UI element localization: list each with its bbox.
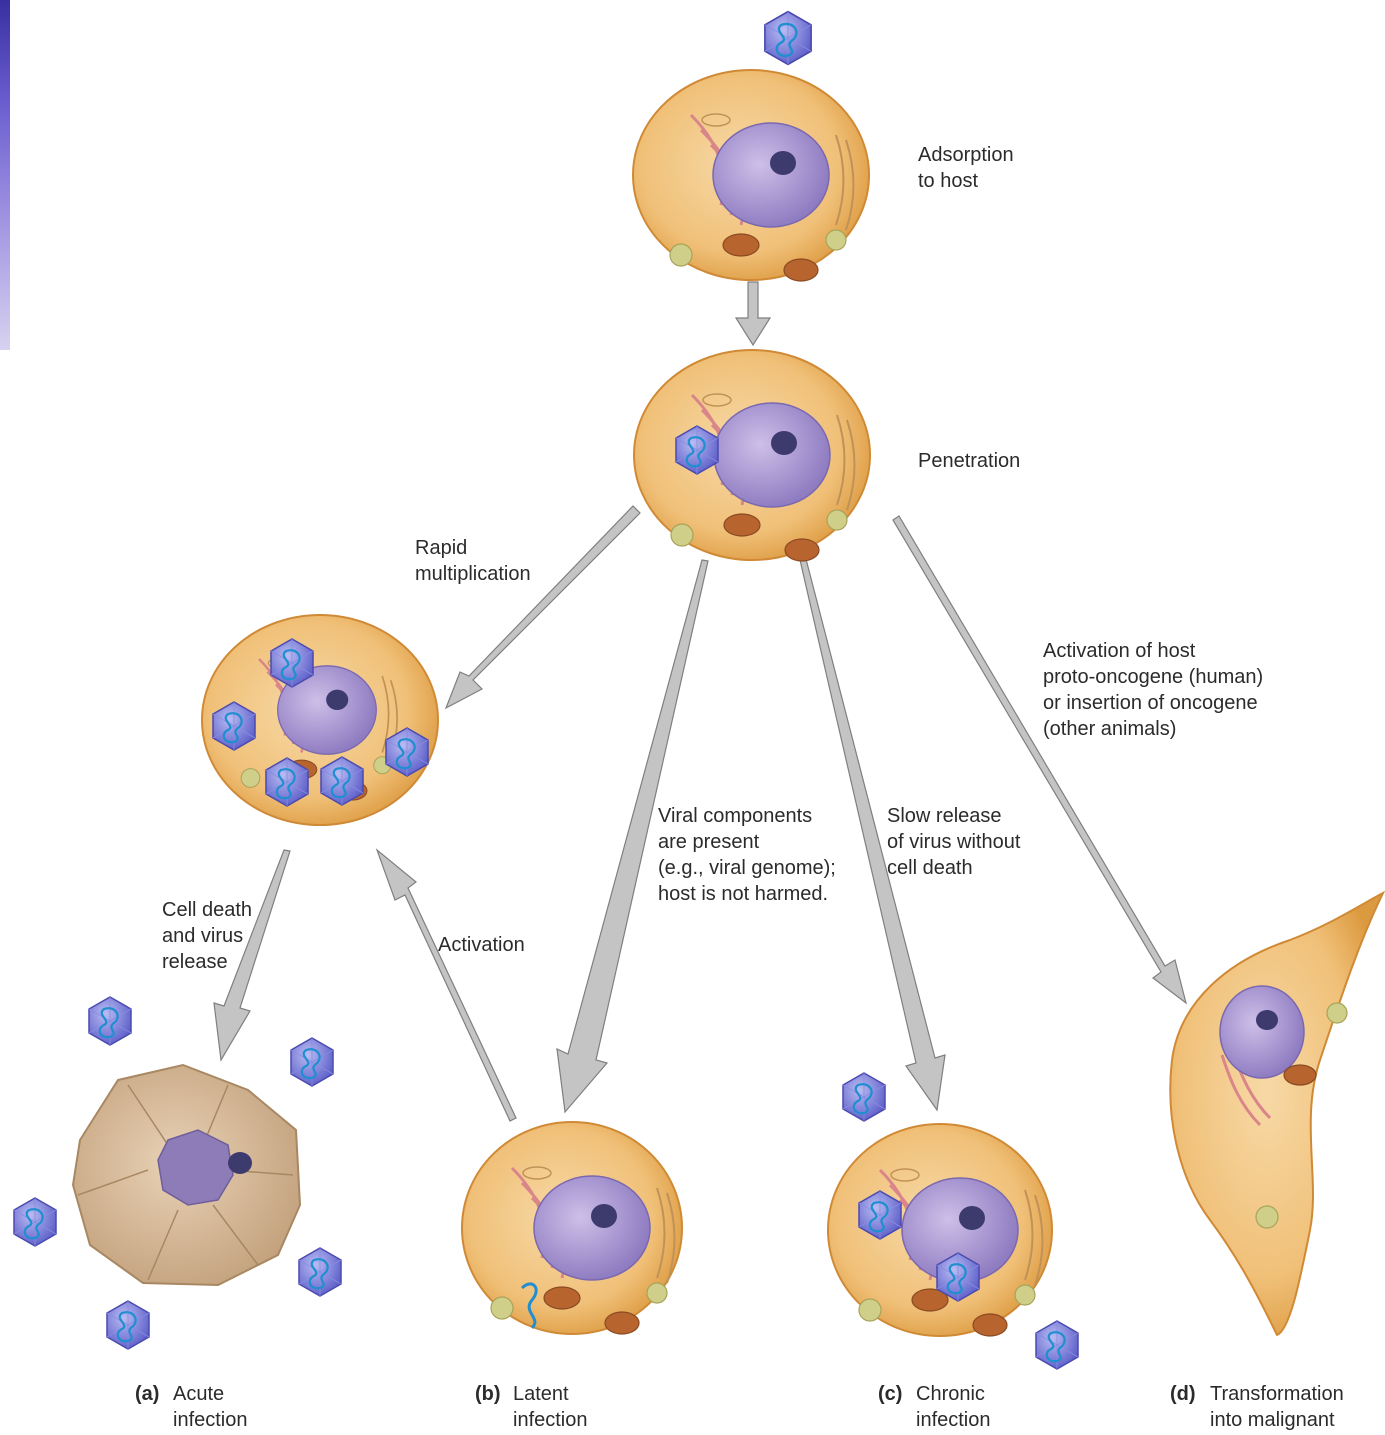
virus-released — [299, 1248, 341, 1296]
virus-released — [14, 1198, 56, 1246]
virus-chronic — [843, 1073, 885, 1121]
cell-latent — [462, 1122, 682, 1334]
virus-released — [89, 997, 131, 1045]
label-activation: Activation — [438, 932, 525, 958]
virus-adsorbing — [765, 12, 811, 65]
cell-chronic — [828, 1124, 1052, 1336]
arrow-adsorption-to-penetration — [736, 282, 770, 345]
virus-released — [291, 1038, 333, 1086]
arrow-activation — [377, 850, 516, 1121]
cell-adsorption — [633, 70, 869, 281]
virus-released — [107, 1301, 149, 1349]
arrow-to-transformation — [893, 516, 1186, 1003]
cell-transformed — [1170, 893, 1383, 1335]
cell-dead — [73, 1065, 300, 1285]
virus-chronic — [1036, 1321, 1078, 1369]
cell-penetration — [634, 350, 870, 561]
label-penetration: Penetration — [918, 448, 1020, 474]
